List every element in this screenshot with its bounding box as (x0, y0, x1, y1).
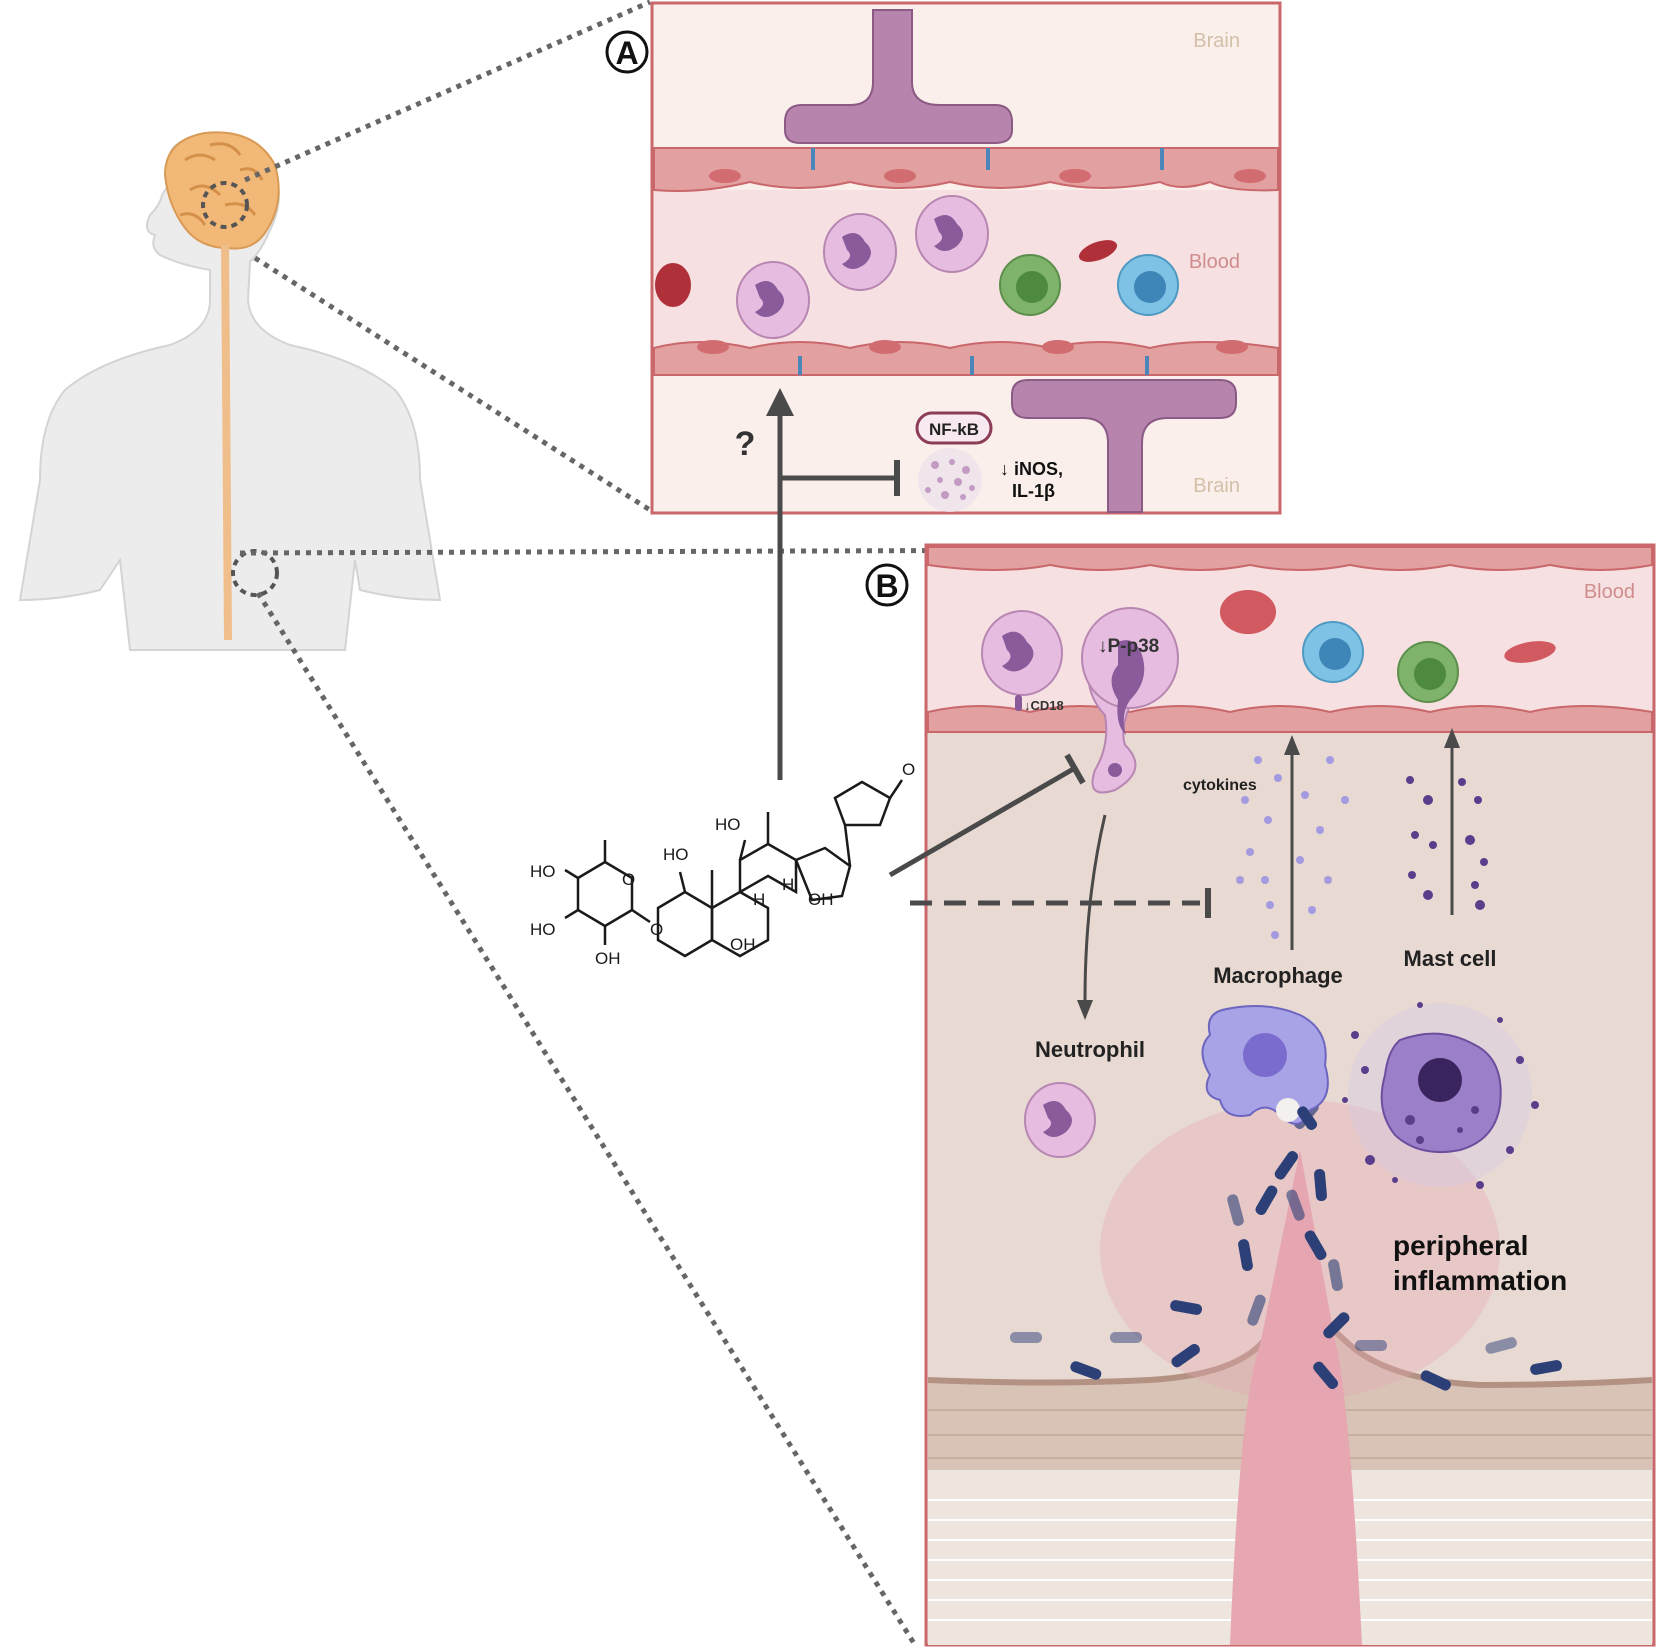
cytokines-label: cytokines (1183, 777, 1257, 794)
panel-b (865, 543, 1656, 1647)
astrocyte-endfoot-bottom (1011, 379, 1237, 513)
brain-icon (163, 131, 280, 250)
macrophage-cell (1201, 1005, 1329, 1131)
bacteria-cluster (1010, 1101, 1563, 1391)
cytokine-particles-mast-cell (1406, 776, 1488, 910)
nfkb-badge (915, 411, 993, 445)
endothelium-top (653, 147, 1279, 192)
molecule-structure (564, 779, 904, 958)
neutrophil-tissue (1024, 1082, 1096, 1158)
molecule-atom-label: O (622, 870, 635, 889)
blood-label-b: Blood (1584, 581, 1635, 603)
mast-cell (1342, 1002, 1539, 1189)
cytokine-particles-macrophage (1236, 756, 1349, 939)
molecule-atom-label: HO (663, 845, 689, 864)
molecule-atom-label: HO (530, 862, 556, 881)
nfkb-cluster (918, 448, 982, 512)
arrows (766, 388, 1460, 1020)
endothelium-top-b (927, 546, 1653, 571)
panel-a (605, 1, 1282, 515)
molecule-atom-label: O (650, 920, 663, 939)
red-blood-cell (1078, 240, 1118, 262)
neutrophil-label: Neutrophil (1035, 1037, 1145, 1062)
molecule-atom-label: OH (808, 890, 834, 909)
endothelium-bottom (653, 340, 1279, 376)
molecule-atom-label: H (782, 875, 794, 894)
brain-top-label: Brain (1193, 30, 1240, 52)
panel-a-badge (605, 30, 649, 74)
arrow-head-down (1077, 1000, 1093, 1020)
molecule-atom-label: HO (530, 920, 556, 939)
question-mark: ? (735, 425, 756, 463)
panel-b-badge (865, 563, 909, 607)
arrow-head-up (766, 388, 794, 416)
molecule-atom-label: H (753, 890, 765, 909)
inflammation-label-line2: inflammation (1393, 1265, 1567, 1296)
arrow-head-up (1444, 728, 1460, 748)
inflammation-label-line1: peripheral (1393, 1230, 1528, 1261)
blood-label-a: Blood (1189, 251, 1240, 273)
molecule-atom-label: OH (730, 935, 756, 954)
molecule-atom-label: HO (715, 815, 741, 834)
red-blood-cell (1220, 590, 1276, 634)
red-blood-cell (655, 263, 691, 307)
neutrophil-cell (981, 610, 1063, 711)
lymphocyte-blue (1117, 254, 1179, 316)
cd18-label: ↓CD18 (1024, 698, 1064, 713)
wound-channel (1230, 1150, 1362, 1645)
il1b-label: IL-1β (1012, 481, 1055, 501)
neutrophil-cell (915, 195, 989, 273)
nfkb-label: NF-kB (929, 420, 979, 439)
neutrophil-cell (823, 213, 897, 291)
lymphocyte-blue (1302, 621, 1364, 683)
mast-cell-label: Mast cell (1404, 946, 1497, 971)
human-figure (18, 131, 442, 651)
epithelium (927, 1100, 1653, 1645)
arrow-head-up (1284, 735, 1300, 755)
molecule-atom-label: OH (595, 949, 621, 968)
macrophage-label: Macrophage (1213, 963, 1343, 988)
red-blood-cell (1504, 641, 1556, 663)
lymphocyte-green (1397, 641, 1459, 703)
panel-b-badge-label: B (875, 568, 898, 604)
molecule-atom-label: O (902, 760, 915, 779)
neutrophil-cell (736, 261, 810, 339)
pp38-label: ↓P-p38 (1098, 636, 1159, 657)
molecule-labels: HO HO HO HO OH OH OH H H O O O (530, 760, 915, 968)
brain-focus-circle (201, 181, 249, 229)
inos-label: ↓ iNOS, (1000, 459, 1063, 479)
transmigrating-neutrophil (1081, 607, 1179, 794)
spinal-cord (221, 244, 232, 641)
brain-bottom-label: Brain (1193, 475, 1240, 497)
astrocyte-endfoot-top (784, 9, 1013, 144)
panel-a-badge-label: A (615, 35, 638, 71)
lymphocyte-green (999, 254, 1061, 316)
